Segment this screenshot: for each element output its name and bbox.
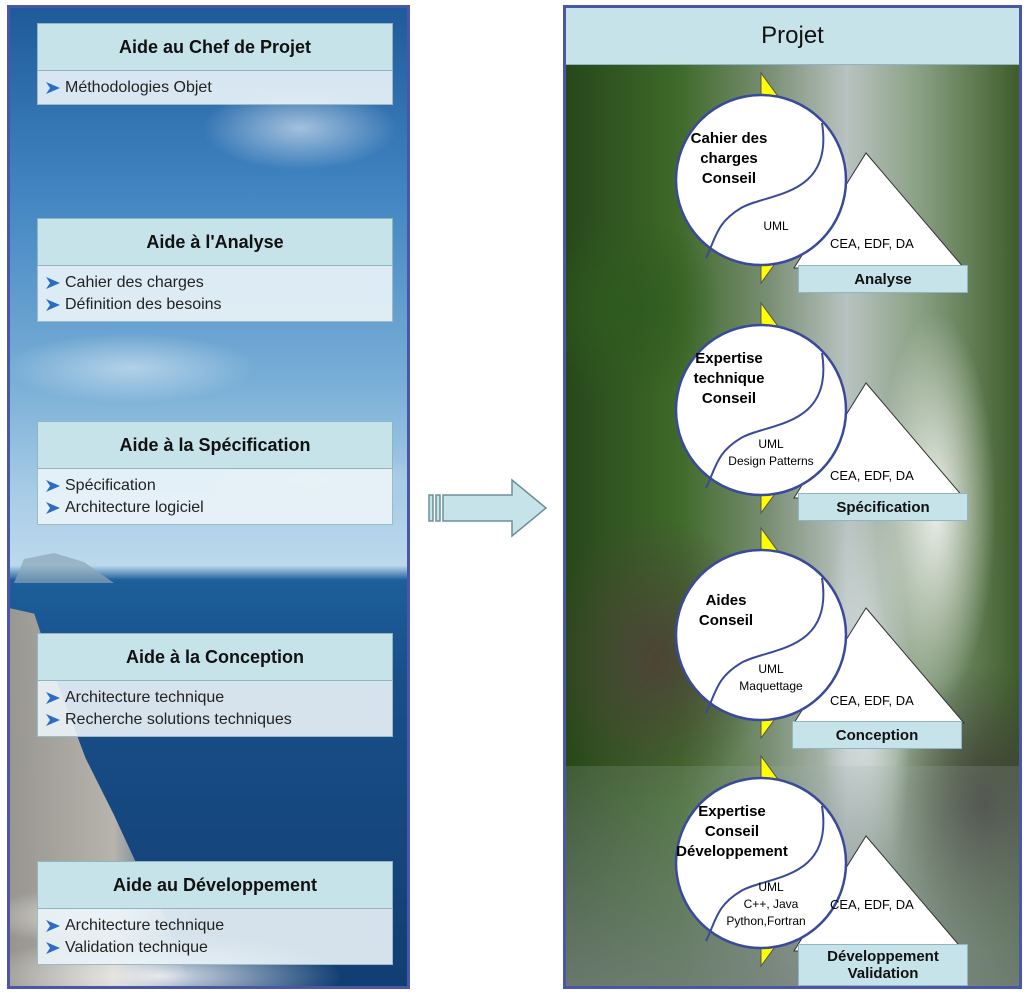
phase-curve-shape [705, 577, 825, 714]
phase-orgs: CEA, EDF, DA [830, 693, 914, 708]
phase-tool: UML [758, 662, 784, 676]
phase-title-line: Conseil [702, 170, 756, 187]
phase-tool: Maquettage [739, 679, 803, 693]
aide-item: Validation technique [46, 937, 384, 959]
phase-title-line: Cahier des [691, 130, 768, 147]
aide-box-items: Architecture technique Recherche solutio… [37, 681, 393, 737]
bullet-arrow-icon [46, 277, 60, 289]
aide-box-items: Spécification Architecture logiciel [37, 469, 393, 525]
phase-title-line: Expertise [695, 350, 763, 367]
phase-name-line: Spécification [836, 498, 930, 516]
bullet-arrow-icon [46, 299, 60, 311]
phase-diagram-conception: Aides Conseil UML Maquettage CEA, EDF, D… [674, 526, 966, 740]
bullet-arrow-icon [46, 920, 60, 932]
phase-name-label: Analyse [798, 265, 968, 293]
aide-item-label: Spécification [65, 477, 156, 494]
phase-curve-shape [705, 352, 825, 489]
phase-name-line: Conception [835, 726, 919, 744]
bullet-arrow-icon [46, 942, 60, 954]
aide-item: Architecture technique [46, 687, 384, 709]
aide-box-title: Aide à la Spécification [37, 421, 393, 469]
phase-circle-shape [674, 323, 848, 497]
phase-tool: UML [758, 437, 784, 451]
bullet-arrow-icon [46, 82, 60, 94]
aide-box-items: Méthodologies Objet [37, 71, 393, 105]
aide-item-label: Cahier des charges [65, 274, 204, 291]
phase-name-line: Analyse [854, 270, 912, 288]
aide-item: Recherche solutions techniques [46, 709, 384, 731]
aide-item-label: Architecture logiciel [65, 499, 204, 516]
aide-item: Spécification [46, 475, 384, 497]
left-panel-aides: Aide au Chef de Projet Méthodologies Obj… [7, 5, 410, 989]
bullet-arrow-icon [46, 692, 60, 704]
phase-orgs: CEA, EDF, DA [830, 897, 914, 912]
aide-item-label: Recherche solutions techniques [65, 711, 292, 728]
right-panel-projet: Projet Cahier des charges Conseil UML CE… [563, 5, 1022, 989]
phase-title-line: Développement [676, 843, 788, 860]
phase-circle-shape [674, 93, 848, 267]
aide-box-items: Architecture technique Validation techni… [37, 909, 393, 965]
aide-box-specification: Aide à la Spécification Spécification Ar… [37, 421, 393, 525]
phase-name-line: Développement [827, 948, 939, 965]
phase-circle-shape [674, 776, 848, 950]
aide-box-conception: Aide à la Conception Architecture techni… [37, 633, 393, 737]
phase-tool: Design Patterns [728, 454, 813, 468]
aide-item-label: Définition des besoins [65, 296, 222, 313]
phase-title-line: Conseil [702, 390, 756, 407]
phase-diagram-specification: Expertise technique Conseil UML Design P… [674, 301, 966, 515]
aide-box-items: Cahier des charges Définition des besoin… [37, 266, 393, 322]
phase-name-label: Conception [792, 721, 962, 749]
phase-curve-shape [705, 122, 825, 259]
aide-item: Méthodologies Objet [46, 77, 384, 99]
phase-title-line: technique [694, 370, 765, 387]
phase-title-line: Expertise [698, 803, 766, 820]
aide-item-label: Méthodologies Objet [65, 79, 212, 96]
phase-title-line: Aides [706, 592, 747, 609]
aide-item: Architecture technique [46, 915, 384, 937]
aide-box-developpement: Aide au Développement Architecture techn… [37, 861, 393, 965]
phase-name-label: Développement Validation [798, 944, 968, 986]
bullet-arrow-icon [46, 480, 60, 492]
phase-orgs: CEA, EDF, DA [830, 236, 914, 251]
phase-tool: UML [758, 880, 784, 894]
aide-item: Définition des besoins [46, 294, 384, 316]
phase-tool: Python,Fortran [726, 914, 805, 928]
phase-title-line: Conseil [699, 612, 753, 629]
background-island [14, 553, 114, 583]
phase-title-line: Conseil [705, 823, 759, 840]
phase-orgs: CEA, EDF, DA [830, 468, 914, 483]
phase-tool: C++, Java [744, 897, 799, 911]
aide-box-title: Aide à la Conception [37, 633, 393, 681]
phase-name-line: Validation [847, 965, 919, 982]
aide-box-title: Aide au Chef de Projet [37, 23, 393, 71]
aide-box-title: Aide au Développement [37, 861, 393, 909]
aide-box-chef-de-projet: Aide au Chef de Projet Méthodologies Obj… [37, 23, 393, 105]
bullet-arrow-icon [46, 502, 60, 514]
phase-tool: UML [763, 219, 789, 233]
right-arrow-icon [428, 478, 548, 538]
phase-curve-shape [705, 805, 825, 942]
aide-item: Architecture logiciel [46, 497, 384, 519]
aide-item-label: Architecture technique [65, 689, 225, 706]
projet-title: Projet [566, 8, 1019, 65]
aide-box-title: Aide à l'Analyse [37, 218, 393, 266]
phase-circle-shape [674, 548, 848, 722]
phase-diagram-developpement: Expertise Conseil Développement UML C++,… [674, 754, 966, 968]
aide-box-analyse: Aide à l'Analyse Cahier des charges Défi… [37, 218, 393, 322]
phase-diagram-analyse: Cahier des charges Conseil UML CEA, EDF,… [674, 71, 966, 285]
aide-item-label: Architecture technique [65, 917, 225, 934]
bullet-arrow-icon [46, 714, 60, 726]
aide-item: Cahier des charges [46, 272, 384, 294]
phase-title-line: charges [700, 150, 758, 167]
phase-name-label: Spécification [798, 493, 968, 521]
aide-item-label: Validation technique [65, 939, 208, 956]
